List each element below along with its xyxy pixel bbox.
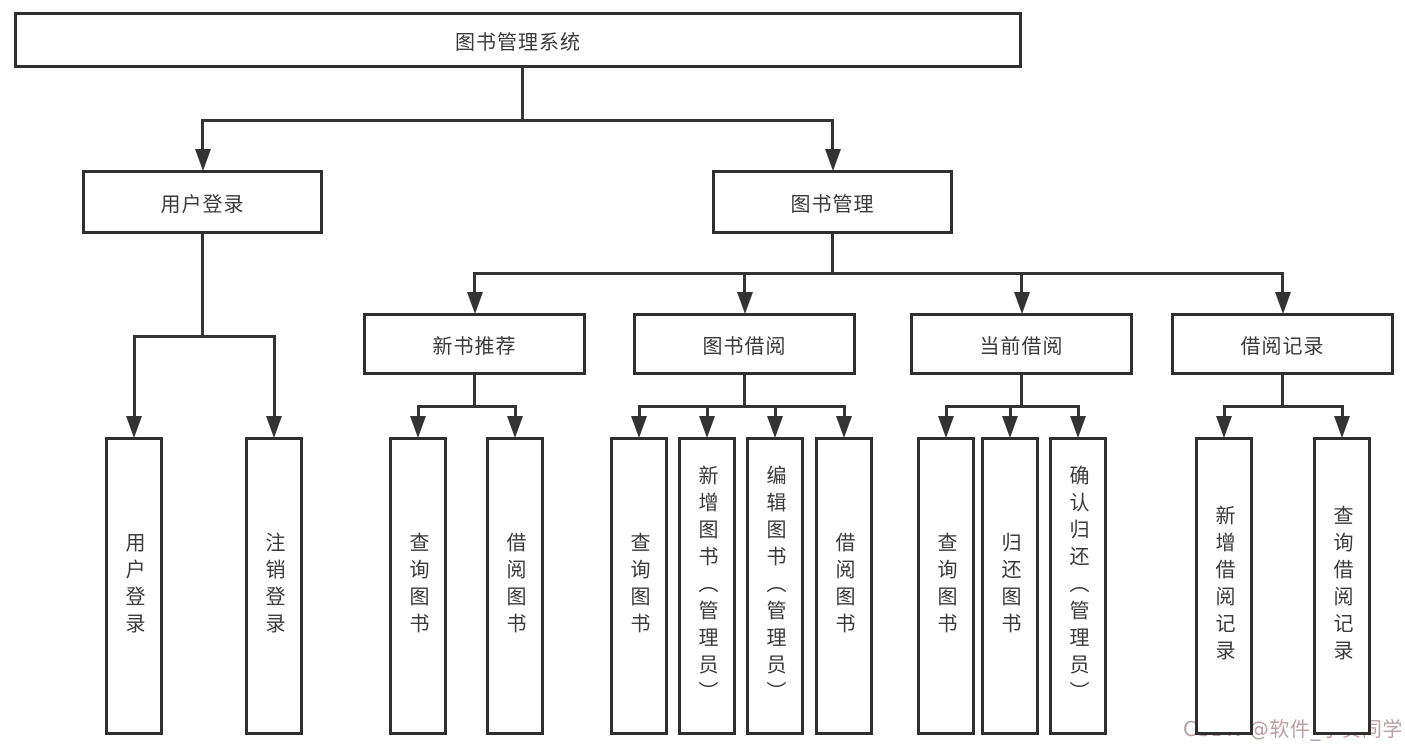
node-borrow-records-label: 借阅记录 (1240, 333, 1325, 358)
connector-line (831, 120, 834, 152)
connector-line (705, 406, 709, 419)
connector-line (1020, 273, 1023, 295)
arrowhead-down-icon (466, 292, 483, 314)
connector-line (743, 273, 746, 295)
node-leaf-user-login: 用户登录 (105, 437, 163, 735)
node-leaf-user-login-label: 用户登录 (122, 532, 146, 640)
connector-line (1281, 273, 1284, 295)
node-root: 图书管理系统 (14, 12, 1022, 68)
node-cb-query-books-label: 查询图书 (934, 532, 958, 640)
connector-line (473, 273, 476, 295)
connector-line (637, 404, 846, 408)
arrowhead-down-icon (266, 416, 282, 438)
node-br-add-record: 新增借阅记录 (1195, 437, 1253, 735)
node-new-books-label: 新书推荐 (432, 333, 517, 358)
node-book-mgmt: 图书管理 (712, 170, 953, 234)
connector-line (132, 336, 136, 419)
arrowhead-down-icon (836, 416, 852, 438)
node-root-label: 图书管理系统 (455, 29, 581, 54)
node-borrow-records: 借阅记录 (1171, 313, 1394, 375)
connector-line (842, 406, 846, 419)
node-cb-query-books: 查询图书 (917, 437, 975, 735)
connector-line (201, 120, 204, 152)
arrowhead-down-icon (1216, 416, 1232, 438)
connector-line (416, 404, 517, 408)
connector-line (473, 375, 476, 406)
connector-line (201, 118, 834, 122)
node-book-borrow-label: 图书借阅 (702, 333, 787, 358)
node-leaf-logout: 注销登录 (245, 437, 303, 735)
node-nb-query-books-label: 查询图书 (406, 532, 430, 640)
arrowhead-down-icon (1274, 292, 1291, 314)
arrowhead-down-icon (1070, 416, 1086, 438)
arrowhead-down-icon (1002, 416, 1018, 438)
connector-line (1340, 406, 1344, 419)
connector-line (473, 271, 1284, 275)
arrowhead-down-icon (938, 416, 954, 438)
connector-line (1281, 375, 1284, 406)
connector-line (773, 406, 777, 419)
node-br-query-record: 查询借阅记录 (1313, 437, 1371, 735)
node-book-borrow: 图书借阅 (633, 313, 856, 375)
connector-line (637, 406, 641, 419)
node-nb-borrow-books: 借阅图书 (486, 437, 544, 735)
node-bb-add-books-label: 新增图书（管理员） (695, 464, 719, 708)
node-bb-query-books: 查询图书 (610, 437, 668, 735)
connector-line (1008, 406, 1012, 419)
node-cb-confirm-return: 确认归还（管理员） (1049, 437, 1107, 735)
arrowhead-down-icon (410, 416, 426, 438)
node-br-add-record-label: 新增借阅记录 (1212, 505, 1236, 667)
connector-line (831, 234, 834, 273)
connector-line (1222, 404, 1344, 408)
node-nb-query-books: 查询图书 (389, 437, 447, 735)
node-leaf-logout-label: 注销登录 (262, 532, 286, 640)
node-current-borrow-label: 当前借阅 (979, 333, 1064, 358)
connector-line (513, 406, 517, 419)
connector-line (272, 336, 276, 419)
node-book-mgmt-label: 图书管理 (790, 191, 875, 216)
arrowhead-down-icon (824, 149, 841, 171)
node-cb-return-books-label: 归还图书 (998, 532, 1022, 640)
node-nb-borrow-books-label: 借阅图书 (503, 532, 527, 640)
connector-line (201, 234, 204, 336)
node-user-login-label: 用户登录 (160, 191, 245, 216)
node-new-books: 新书推荐 (363, 313, 586, 375)
node-bb-query-books-label: 查询图书 (627, 532, 651, 640)
arrowhead-down-icon (736, 292, 753, 314)
connector-line (1222, 406, 1226, 419)
node-cb-confirm-return-label: 确认归还（管理员） (1066, 464, 1090, 708)
arrowhead-down-icon (1334, 416, 1350, 438)
node-user-login: 用户登录 (82, 170, 323, 234)
arrowhead-down-icon (1013, 292, 1030, 314)
node-current-borrow: 当前借阅 (910, 313, 1133, 375)
node-cb-return-books: 归还图书 (981, 437, 1039, 735)
connector-line (520, 68, 524, 120)
arrowhead-down-icon (631, 416, 647, 438)
node-bb-edit-books-label: 编辑图书（管理员） (763, 464, 787, 708)
connector-line (944, 406, 948, 419)
arrowhead-down-icon (767, 416, 783, 438)
arrowhead-down-icon (194, 149, 211, 171)
node-br-query-record-label: 查询借阅记录 (1330, 505, 1354, 667)
arrowhead-down-icon (126, 416, 142, 438)
node-bb-edit-books: 编辑图书（管理员） (746, 437, 804, 735)
node-bb-add-books: 新增图书（管理员） (678, 437, 736, 735)
connector-line (1076, 406, 1080, 419)
connector-line (416, 406, 420, 419)
arrowhead-down-icon (699, 416, 715, 438)
connector-line (944, 404, 1080, 408)
connector-line (132, 334, 276, 338)
node-bb-borrow-books: 借阅图书 (815, 437, 873, 735)
node-bb-borrow-books-label: 借阅图书 (832, 532, 856, 640)
connector-line (1020, 375, 1023, 406)
arrowhead-down-icon (507, 416, 523, 438)
connector-line (743, 375, 746, 406)
